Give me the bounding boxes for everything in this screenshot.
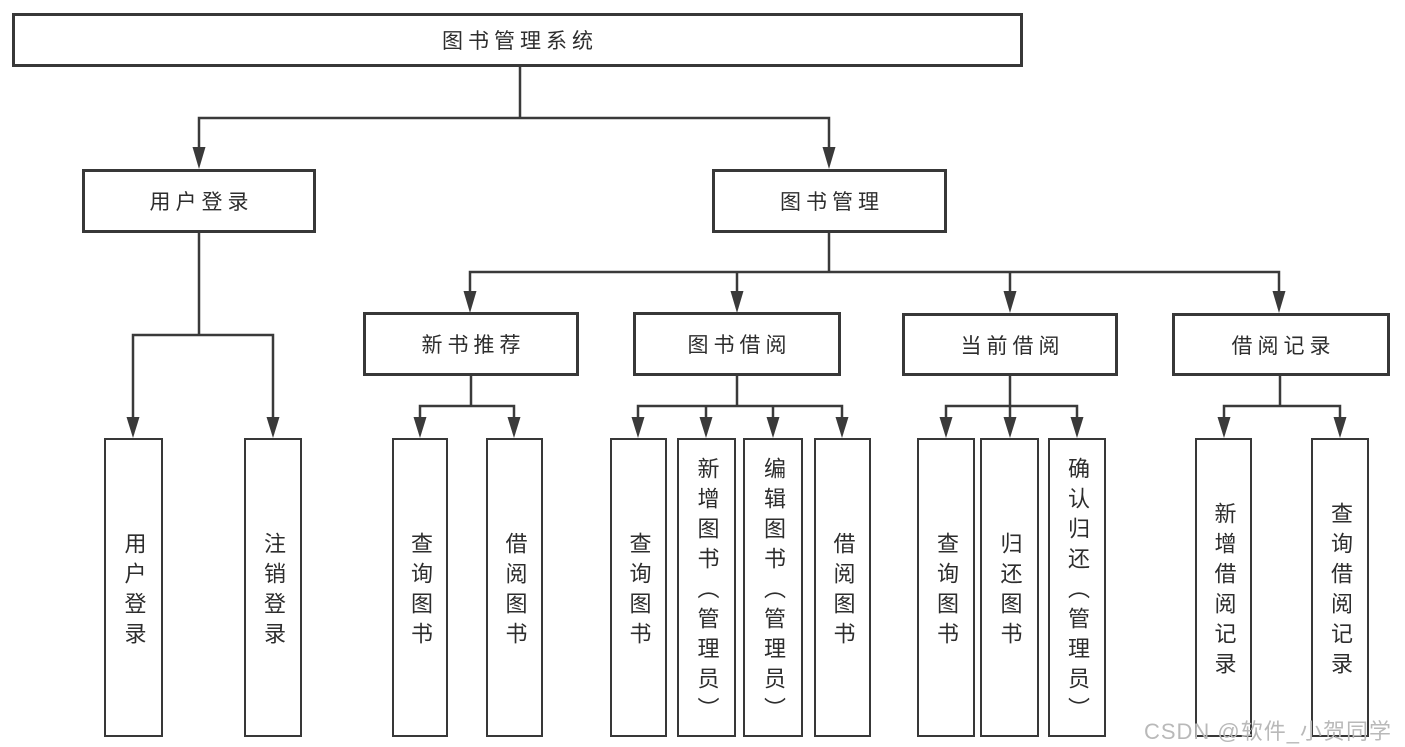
watermark: CSDN @软件_小贺同学 — [1143, 719, 1392, 744]
node-borrow-records-label: 借阅记录 — [1231, 334, 1336, 358]
leaf-confirm-return-admin-label: 确认归还（管理员） — [1065, 456, 1090, 727]
node-root-system: 图书管理系统 — [12, 13, 1023, 67]
leaf-borrow-books-1: 借阅图书 — [486, 438, 543, 737]
leaf-add-book-admin: 新增图书（管理员） — [677, 438, 736, 737]
node-root-label: 图书管理系统 — [442, 30, 598, 53]
leaf-confirm-return-admin: 确认归还（管理员） — [1048, 438, 1106, 737]
leaf-query-borrow-record: 查询借阅记录 — [1311, 438, 1369, 737]
leaf-return-book: 归还图书 — [980, 438, 1039, 737]
leaf-query-books-1-label: 查询图书 — [408, 531, 433, 652]
leaf-query-books-2-label: 查询图书 — [626, 531, 652, 652]
node-current-borrow-label: 当前借阅 — [960, 334, 1065, 358]
arrowheads — [126, 147, 1347, 438]
leaf-borrow-books-2-label: 借阅图书 — [830, 531, 856, 652]
leaf-query-books-2: 查询图书 — [610, 438, 667, 737]
node-book-management: 图书管理 — [712, 169, 947, 233]
leaf-query-books-3-label: 查询图书 — [934, 531, 959, 652]
node-current-borrow: 当前借阅 — [902, 313, 1118, 376]
leaf-user-login-label: 用户登录 — [121, 531, 147, 652]
leaf-logout: 注销登录 — [244, 438, 302, 737]
node-borrow-records: 借阅记录 — [1172, 313, 1390, 376]
leaf-edit-book-admin-label: 编辑图书（管理员） — [761, 456, 786, 727]
leaf-query-borrow-record-label: 查询借阅记录 — [1328, 501, 1353, 682]
leaf-logout-label: 注销登录 — [261, 531, 286, 652]
node-book-borrow-label: 图书借阅 — [687, 334, 792, 357]
node-new-book-recommend: 新书推荐 — [363, 312, 579, 376]
leaf-return-book-label: 归还图书 — [997, 531, 1023, 652]
leaf-edit-book-admin: 编辑图书（管理员） — [743, 438, 803, 737]
leaf-add-book-admin-label: 新增图书（管理员） — [694, 456, 720, 727]
node-user-login: 用户登录 — [82, 169, 316, 233]
leaf-query-books-3: 查询图书 — [917, 438, 975, 737]
node-new-book-recommend-label: 新书推荐 — [421, 334, 526, 357]
leaf-user-login: 用户登录 — [104, 438, 163, 737]
node-book-management-label: 图书管理 — [780, 191, 884, 214]
node-user-login-label: 用户登录 — [149, 191, 254, 214]
leaf-query-books-1: 查询图书 — [392, 438, 448, 737]
leaf-add-borrow-record-label: 新增借阅记录 — [1211, 501, 1237, 682]
leaf-borrow-books-1-label: 借阅图书 — [502, 531, 528, 652]
leaf-borrow-books-2: 借阅图书 — [814, 438, 871, 737]
leaf-add-borrow-record: 新增借阅记录 — [1195, 438, 1252, 737]
node-book-borrow: 图书借阅 — [633, 312, 841, 376]
